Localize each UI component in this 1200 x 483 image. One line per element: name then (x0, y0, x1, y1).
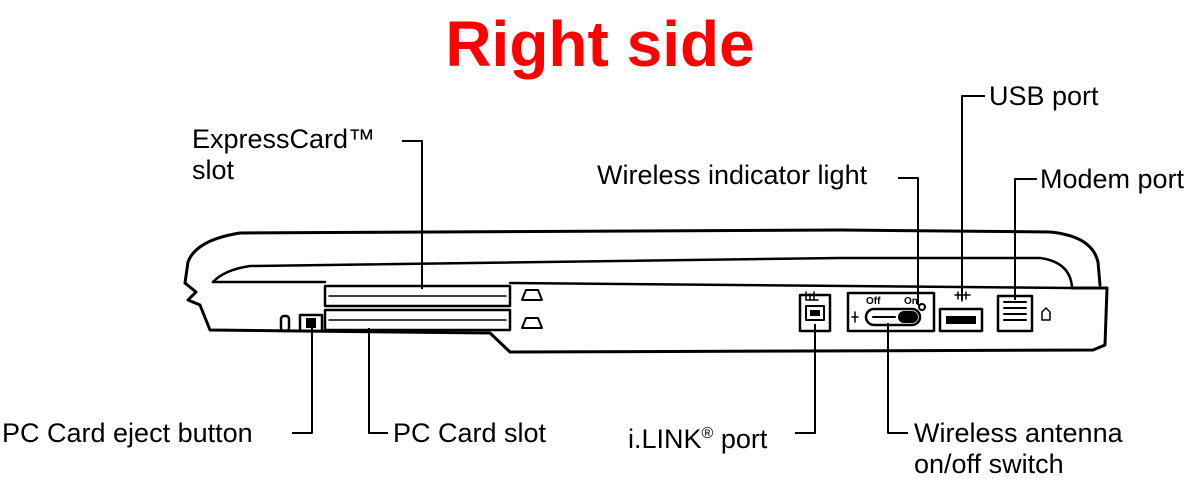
pc-card-eject-button (281, 316, 289, 331)
leader-pc-card-slot (369, 328, 388, 433)
leader-modem (1015, 179, 1037, 300)
label-wireless-switch: Wireless antenna on/off switch (914, 418, 1123, 480)
modem-pins (1004, 302, 1026, 320)
laptop-lid-inner (213, 258, 1072, 287)
antenna-icon (852, 312, 858, 322)
label-modem-port: Modem port (1040, 164, 1184, 195)
label-usb-port: USB port (989, 81, 1099, 112)
switch-on-label: On (904, 296, 918, 307)
label-expresscard: ExpressCard™ slot (192, 124, 375, 186)
label-wireless-indicator: Wireless indicator light (597, 160, 867, 191)
card-slot-icon (522, 290, 542, 300)
leader-usb (962, 96, 985, 300)
switch-off-label: Off (866, 296, 881, 307)
label-ilink-port: i.LINK® port (628, 418, 767, 455)
phone-jack-icon (1042, 308, 1050, 320)
wireless-indicator-light (919, 304, 925, 310)
leader-expresscard (402, 141, 422, 289)
label-pc-card-eject: PC Card eject button (2, 418, 253, 449)
leader-ilink (795, 324, 815, 433)
leader-wireless-switch (888, 323, 908, 433)
label-pc-card-slot: PC Card slot (393, 418, 546, 449)
card-slot-icon (522, 318, 542, 328)
leader-pc-card-eject (292, 328, 312, 433)
